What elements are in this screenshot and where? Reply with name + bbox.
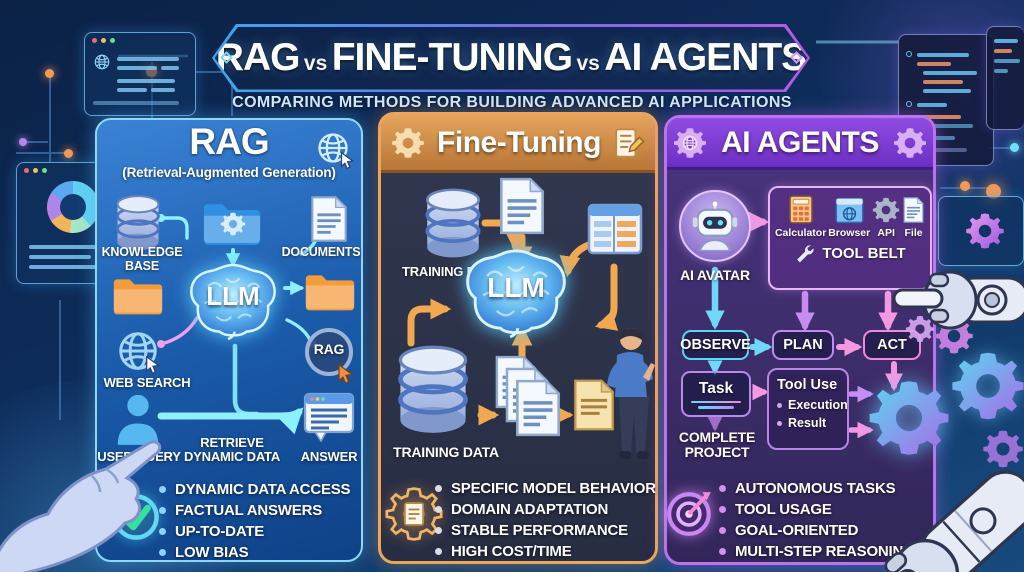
target-icon <box>665 488 715 538</box>
ai-avatar-label: AI AVATAR <box>680 267 750 283</box>
task-progress-bar <box>691 400 741 403</box>
document-pencil-icon <box>613 127 645 159</box>
answer-label: ANSWER <box>300 449 358 464</box>
list-item: AUTONOMOUS TASKS <box>719 480 915 497</box>
gear-document-icon <box>385 485 443 543</box>
folder-icon <box>111 276 165 316</box>
answer-icon <box>303 392 355 442</box>
globe-gear-icon <box>673 126 707 160</box>
decor-gear-window <box>938 196 1024 266</box>
training-data-icon-large <box>395 343 471 437</box>
list-item: UP-TO-DATE <box>159 523 350 540</box>
person-figure <box>607 328 655 459</box>
list-item: SPECIFIC MODEL BEHAVIOR <box>435 480 656 497</box>
ai-agents-header: AI AGENTS <box>667 118 933 170</box>
fine-tuning-title: Fine-Tuning <box>437 125 601 159</box>
title-banner: RAG vs FINE-TUNING vs AI AGENTS <box>212 24 810 92</box>
gear-icon <box>391 126 425 160</box>
human-hand <box>0 440 162 572</box>
cursor-icon <box>145 356 161 375</box>
glow-dot <box>64 149 73 158</box>
api-gear-icon <box>872 196 900 224</box>
yellow-document-icon <box>574 379 615 431</box>
documents-label: DOCUMENTS <box>281 245 361 259</box>
list-item: LOW BIAS <box>159 544 350 561</box>
tool-belt-box: Calculator Browser API File TOOL BELT <box>768 186 932 290</box>
glow-dot <box>19 138 27 146</box>
tool-use-box: Tool Use Execution Result <box>767 368 849 450</box>
gear-icon <box>950 348 1024 424</box>
tool-belt-label: TOOL BELT <box>822 244 906 262</box>
glow-dot <box>45 69 54 78</box>
decor-code-window-edge <box>986 26 1024 130</box>
gear-icon <box>893 126 927 160</box>
tool-browser: Browser <box>828 197 870 239</box>
list-item: HIGH COST/TIME <box>435 543 656 560</box>
gear-icon <box>965 211 1005 251</box>
web-search-label: WEB SEARCH <box>103 375 191 390</box>
cursor-icon <box>338 364 354 385</box>
robot-head-icon <box>689 201 741 251</box>
ai-agents-panel: AI AGENTS <box>664 115 936 565</box>
fine-tuning-llm-brain: LLM <box>458 245 574 338</box>
task-box: Task <box>681 371 751 417</box>
complete-project-label: COMPLETE PROJECT <box>678 429 756 461</box>
page-title: RAG vs FINE-TUNING vs AI AGENTS <box>215 36 807 79</box>
rag-panel: RAG (Retrieval-Augmented Generation) <box>95 118 363 562</box>
rag-title: RAG <box>189 121 269 162</box>
fine-tuning-bullet-list: SPECIFIC MODEL BEHAVIOR DOMAIN ADAPTATIO… <box>435 480 656 560</box>
result-item: Result <box>777 416 839 430</box>
tool-calculator: Calculator <box>775 195 826 239</box>
glow-dot <box>986 184 1001 199</box>
knowledge-base-label: KNOWLEDGE BASE <box>101 245 183 273</box>
wrench-icon <box>794 243 814 263</box>
glow-dot <box>1010 143 1019 152</box>
list-item: TOOL USAGE <box>719 501 915 518</box>
rag-llm-brain: LLM <box>183 260 283 340</box>
plan-box: PLAN <box>772 330 834 360</box>
tool-api: API <box>872 196 900 239</box>
task-progress-bar <box>698 406 734 409</box>
document-icon <box>497 175 547 237</box>
page-subtitle: COMPARING METHODS FOR BUILDING ADVANCED … <box>232 94 792 111</box>
fine-tuning-panel: Fine-Tuning TRAINING DATA <box>378 112 658 564</box>
ai-avatar <box>679 190 751 262</box>
browser-icon <box>835 197 864 224</box>
document-stack-icon <box>513 377 563 439</box>
list-item: MULTI-STEP REASONING <box>719 543 915 560</box>
list-item: DOMAIN ADAPTATION <box>435 501 656 518</box>
gear-icon <box>220 211 246 237</box>
tool-use-label: Tool Use <box>777 377 838 393</box>
fine-tuning-header: Fine-Tuning <box>381 115 655 173</box>
table-icon <box>587 201 643 257</box>
robot-hand-right <box>892 270 1024 330</box>
calculator-icon <box>789 195 813 224</box>
rag-subtitle: (Retrieval-Augmented Generation) <box>122 165 336 180</box>
list-item: STABLE PERFORMANCE <box>435 522 656 539</box>
tool-file: File <box>902 196 925 239</box>
glow-dot <box>960 181 970 191</box>
execution-item: Execution <box>777 398 848 412</box>
decor-browser-window <box>84 32 196 116</box>
fine-tuning-llm-label: LLM <box>487 271 545 303</box>
robot-hand-bottom <box>869 470 1024 572</box>
file-icon <box>902 196 925 224</box>
knowledge-base-icon <box>113 194 163 252</box>
rag-bullet-list: DYNAMIC DATA ACCESS FACTUAL ANSWERS UP-T… <box>159 481 351 561</box>
list-item: DYNAMIC DATA ACCESS <box>159 481 351 498</box>
ai-agents-bullet-list: AUTONOMOUS TASKS TOOL USAGE GOAL-ORIENTE… <box>719 480 915 560</box>
ai-agents-title: AI AGENTS <box>721 125 879 159</box>
list-item: FACTUAL ANSWERS <box>159 502 350 519</box>
rag-magnifier-badge <box>305 328 353 376</box>
list-item: GOAL-ORIENTED <box>719 522 915 539</box>
rag-badge-label: RAG <box>313 341 345 357</box>
documents-icon <box>309 194 349 244</box>
rag-llm-label: LLM <box>206 280 260 311</box>
globe-icon <box>93 53 111 71</box>
retrieve-dynamic-data-label: RETRIEVE DYNAMIC DATA <box>183 435 281 465</box>
training-data-bottom-label: TRAINING DATA <box>393 444 499 460</box>
observe-box: OBSERVE <box>680 330 751 360</box>
folder-icon <box>303 272 357 312</box>
